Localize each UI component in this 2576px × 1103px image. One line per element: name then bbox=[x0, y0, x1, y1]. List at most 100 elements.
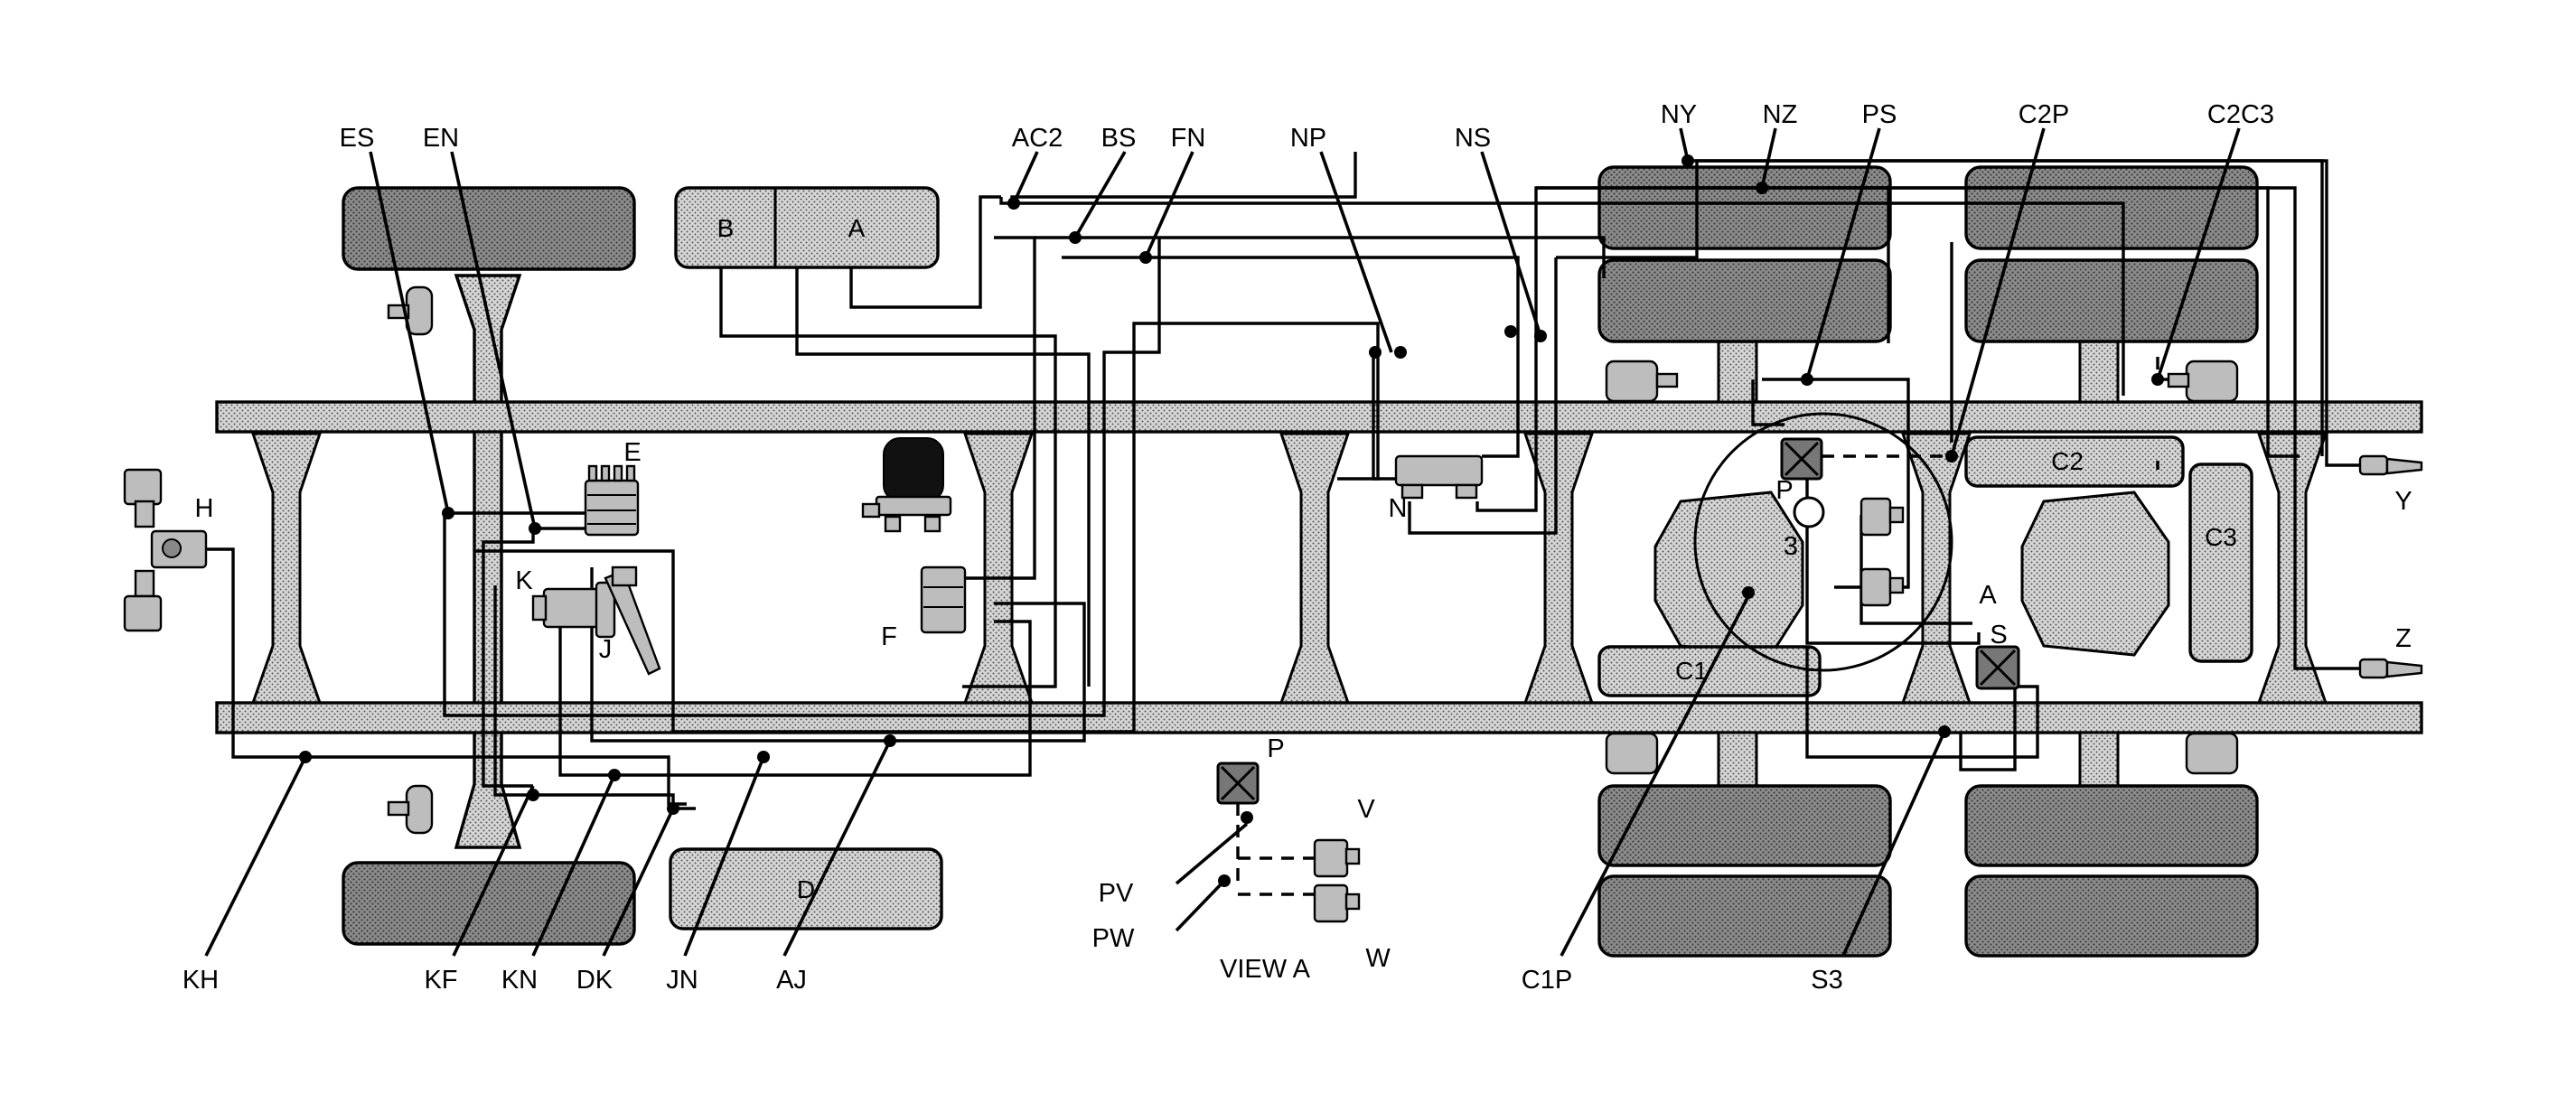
label-c1p: C1P bbox=[1522, 966, 1572, 995]
fitting-y bbox=[2358, 454, 2423, 476]
label-s: S bbox=[1990, 621, 2007, 650]
label-fn: FN bbox=[1171, 124, 1206, 153]
tank-c2: C2 bbox=[1964, 435, 2185, 488]
cross-member-2 bbox=[962, 432, 1035, 705]
components bbox=[123, 285, 2423, 923]
leader-lines bbox=[204, 127, 2241, 957]
valve-h bbox=[123, 468, 208, 632]
label-c2c3: C2C3 bbox=[2207, 100, 2274, 129]
sensor-s bbox=[1975, 645, 2020, 690]
tire-front-top bbox=[342, 186, 636, 271]
label-kn: KN bbox=[501, 966, 538, 995]
junction-dots bbox=[299, 154, 2164, 887]
steer-axle bbox=[454, 274, 522, 849]
tank-c3: C3 bbox=[2188, 463, 2253, 663]
rear-axle-2-stub-top bbox=[2078, 340, 2120, 404]
label-a: A bbox=[1979, 581, 1997, 610]
tire-rear1-top-inner bbox=[1597, 258, 1892, 343]
cross-member-5 bbox=[1900, 432, 1972, 705]
cross-member-3 bbox=[1279, 432, 1351, 705]
label-es: ES bbox=[340, 124, 375, 153]
label-f: F bbox=[881, 622, 897, 651]
tank-label-c1: C1 bbox=[1675, 657, 1708, 685]
rear-brake-chamber-1-top bbox=[1605, 360, 1679, 403]
label-np: NP bbox=[1290, 124, 1326, 153]
air-dryer bbox=[861, 437, 952, 533]
air-lines bbox=[206, 152, 2360, 810]
label-v: V bbox=[1357, 795, 1375, 824]
differential-2 bbox=[2020, 491, 2170, 657]
callout-labels: ES EN AC2 BS FN NP NS NY NZ PS C2P C2C3 … bbox=[183, 100, 2412, 995]
label-kf: KF bbox=[424, 966, 457, 995]
label-p: P bbox=[1775, 476, 1793, 505]
tank-label-a: A bbox=[848, 214, 866, 242]
cross-member-6 bbox=[2256, 432, 2328, 705]
tire-front-bottom bbox=[342, 861, 636, 946]
rear-brake-chamber-2-top bbox=[2167, 360, 2239, 403]
label-s3: S3 bbox=[1811, 966, 1842, 995]
label-dk: DK bbox=[576, 966, 614, 995]
tire-rear2-bottom-outer bbox=[1964, 874, 2259, 958]
view-a-inset bbox=[1216, 762, 1361, 923]
tire-rear2-bottom-inner bbox=[1964, 784, 2259, 867]
label-h: H bbox=[195, 494, 214, 523]
label-nz: NZ bbox=[1763, 100, 1798, 129]
tire-rear1-top-outer bbox=[1597, 165, 1892, 250]
label-kh: KH bbox=[183, 966, 219, 995]
view-a-circle bbox=[1693, 412, 1953, 672]
cross-member-1 bbox=[250, 432, 323, 705]
tank-d: D bbox=[669, 847, 943, 930]
label-ny: NY bbox=[1661, 100, 1697, 129]
rear-axle-1-stub-bottom bbox=[1717, 731, 1758, 790]
frame-rail-top bbox=[215, 400, 2423, 434]
tire-rear1-bottom-outer bbox=[1597, 874, 1892, 958]
rear-brake-chamber-1-bottom bbox=[1605, 732, 1659, 775]
sensor-3 bbox=[1793, 496, 1825, 528]
label-pw: PW bbox=[1092, 924, 1135, 953]
fitting-z bbox=[2358, 658, 2423, 679]
label-jn: JN bbox=[666, 966, 698, 995]
valve-circle-upper bbox=[1859, 497, 1905, 537]
sensor-p bbox=[1780, 437, 1823, 481]
chassis bbox=[215, 274, 2423, 849]
valve-k bbox=[531, 581, 616, 639]
tire-rear1-bottom-inner bbox=[1597, 784, 1892, 867]
label-n: N bbox=[1389, 494, 1408, 523]
label-j: J bbox=[599, 635, 613, 664]
label-view-a: VIEW A bbox=[1220, 955, 1311, 984]
air-tanks: B A D C1 C2 C3 bbox=[669, 186, 2253, 930]
label-c2p: C2P bbox=[2019, 100, 2069, 129]
label-y: Y bbox=[2394, 487, 2412, 516]
label-ac2: AC2 bbox=[1012, 124, 1063, 153]
tire-rear2-top-inner bbox=[1964, 258, 2259, 343]
label-aj: AJ bbox=[776, 966, 807, 995]
label-e: E bbox=[623, 438, 641, 467]
valve-f bbox=[920, 566, 967, 634]
label-bs: BS bbox=[1101, 124, 1137, 153]
tank-ab: B A bbox=[674, 186, 940, 269]
label-pv: PV bbox=[1099, 879, 1134, 908]
frame-rail-bottom bbox=[215, 701, 2423, 734]
rear-brake-chamber-2-bottom bbox=[2185, 732, 2239, 775]
valve-e bbox=[584, 464, 640, 537]
label-3: 3 bbox=[1784, 532, 1798, 561]
front-brake-chamber-top bbox=[387, 285, 434, 336]
label-en: EN bbox=[423, 124, 459, 153]
label-z: Z bbox=[2395, 624, 2412, 653]
valve-n bbox=[1394, 454, 1484, 500]
label-p-view: P bbox=[1267, 734, 1284, 763]
valve-circle-lower bbox=[1859, 567, 1905, 607]
tank-label-c2: C2 bbox=[2051, 447, 2084, 475]
label-k: K bbox=[515, 566, 533, 595]
tank-label-b: B bbox=[717, 214, 735, 242]
label-ns: NS bbox=[1455, 124, 1491, 153]
tank-label-c3: C3 bbox=[2205, 523, 2237, 551]
valve-j bbox=[604, 566, 661, 676]
front-brake-chamber-bottom bbox=[387, 784, 434, 835]
label-ps: PS bbox=[1862, 100, 1897, 129]
rear-axle-2-stub-bottom bbox=[2078, 731, 2120, 790]
label-w: W bbox=[1365, 944, 1391, 973]
rear-axle-1-stub-top bbox=[1717, 340, 1758, 404]
tank-label-d: D bbox=[797, 875, 815, 903]
